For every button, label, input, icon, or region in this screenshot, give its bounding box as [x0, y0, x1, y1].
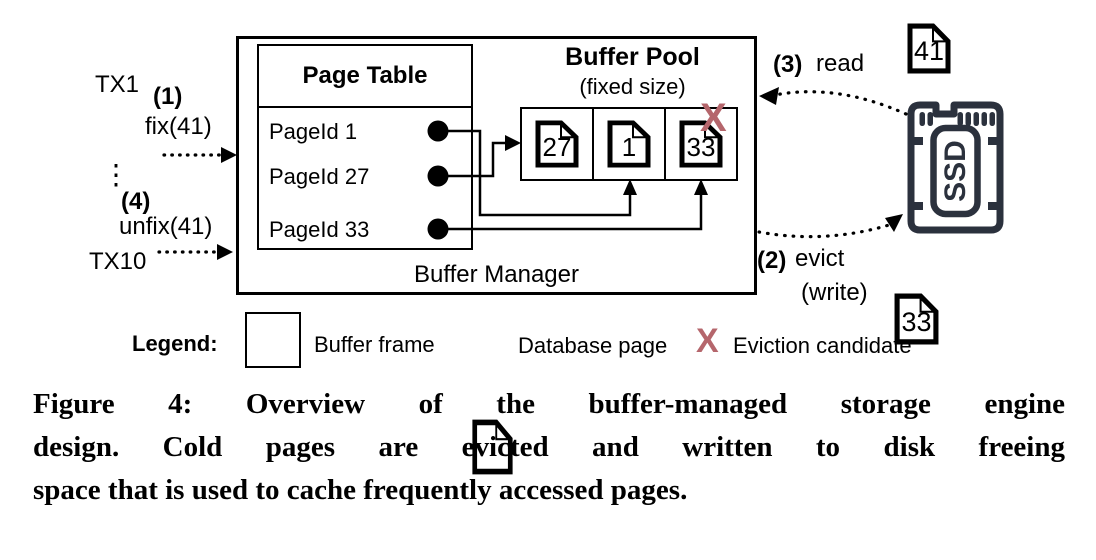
tx1-label: TX1 — [95, 71, 140, 98]
page-number: 27 — [542, 131, 572, 162]
tx10-label: TX10 — [89, 248, 147, 275]
legend-buffer-frame-icon — [245, 312, 301, 368]
read-arrowhead-icon — [759, 87, 779, 105]
step-4-label: (4) — [121, 188, 151, 215]
ssd-icon: SSD — [907, 101, 1004, 234]
page-number: 33 — [901, 306, 932, 337]
unfix-call-label: unfix(41) — [119, 213, 213, 240]
page-table-box: Page Table — [257, 44, 473, 250]
fix-call-label: fix(41) — [145, 113, 212, 140]
buffer-frame-1: 1 — [592, 107, 666, 181]
evict-arrow — [757, 223, 891, 239]
buffer-manager-label: Buffer Manager — [414, 261, 579, 288]
evict-arrowhead-icon — [885, 214, 903, 232]
step-1-label: (1) — [153, 83, 183, 110]
page-table-row-33: PageId 33 — [269, 217, 370, 242]
page-icon-shape — [907, 23, 951, 74]
page-table-row-27: PageId 27 — [269, 164, 370, 189]
database-page-icon: 1 — [606, 119, 652, 169]
fix-arrowhead-icon — [221, 147, 237, 163]
legend-database-page-icon — [471, 418, 514, 476]
buffer-frame-27: 27 — [520, 107, 594, 181]
page-number: 33 — [686, 131, 716, 162]
page-icon-shape — [472, 419, 513, 475]
ssd-label: SSD — [939, 140, 972, 202]
page-number: 41 — [913, 36, 945, 66]
legend-buffer-frame-label: Buffer frame — [314, 332, 435, 357]
page-table-title: Page Table — [259, 46, 471, 108]
page-icon-shape — [679, 120, 723, 168]
write-label: (write) — [801, 279, 868, 306]
database-page-icon: 33 — [678, 119, 724, 169]
legend-eviction-x-icon: X — [696, 322, 719, 360]
evicted-page-33: 33 — [893, 292, 940, 346]
figure-caption: Figure 4: Overview of the buffer-managed… — [33, 383, 1065, 512]
eviction-candidate-x-icon: X — [700, 96, 727, 140]
ssd-pins — [910, 112, 1001, 210]
page-icon-shape — [894, 293, 939, 345]
step-3-label: (3) — [773, 51, 803, 78]
step-2-label: (2) — [757, 247, 787, 274]
page-number: 1 — [621, 131, 637, 162]
caption-line-3: space that is used to cache frequently a… — [33, 474, 688, 506]
ellipsis-icon: ⋮ — [102, 159, 130, 190]
caption-line-2: design. Cold pages are evicted and writt… — [33, 431, 1065, 463]
evict-label: evict — [795, 245, 845, 272]
read-label: read — [816, 50, 865, 77]
buffer-pool-title: Buffer Pool — [565, 43, 700, 71]
legend-label: Legend: — [132, 331, 218, 356]
read-arrow — [768, 90, 908, 116]
buffer-pool-subtitle: (fixed size) — [579, 74, 686, 99]
unfix-arrowhead-icon — [217, 244, 233, 260]
legend-eviction-candidate-label: Eviction candidate — [733, 333, 912, 358]
incoming-page-41: 41 — [906, 22, 952, 75]
page-table-row-1: PageId 1 — [269, 119, 358, 144]
legend-database-page-label: Database page — [518, 333, 668, 358]
caption-line-1: Figure 4: Overview of the buffer-managed… — [33, 388, 1065, 420]
database-page-icon: 27 — [534, 119, 580, 169]
